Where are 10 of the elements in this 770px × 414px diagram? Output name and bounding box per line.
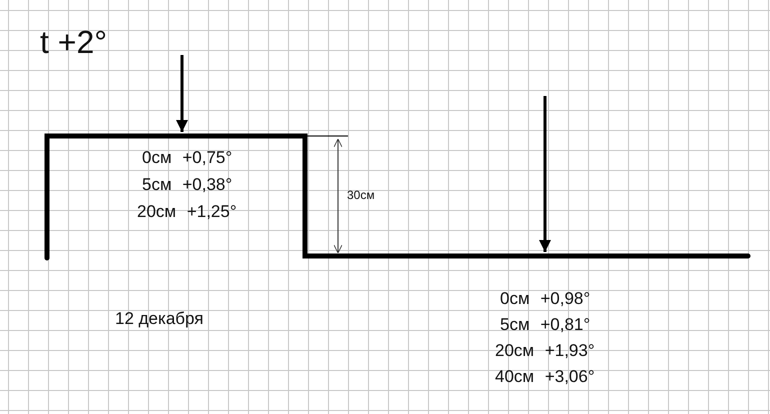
temperature-label: t +2° (40, 26, 108, 58)
reading-label: 20см +1,25° (137, 203, 237, 220)
dimension-label: 30см (347, 189, 375, 201)
date-label: 12 декабря (115, 310, 204, 327)
reading-label: 40см +3,06° (495, 368, 595, 385)
reading-label: 5см +0,38° (142, 176, 232, 193)
reading-label: 0см +0,98° (500, 290, 590, 307)
reading-label: 5см +0,81° (500, 316, 590, 333)
reading-label: 0см +0,75° (142, 149, 232, 166)
reading-label: 20см +1,93° (495, 342, 595, 359)
